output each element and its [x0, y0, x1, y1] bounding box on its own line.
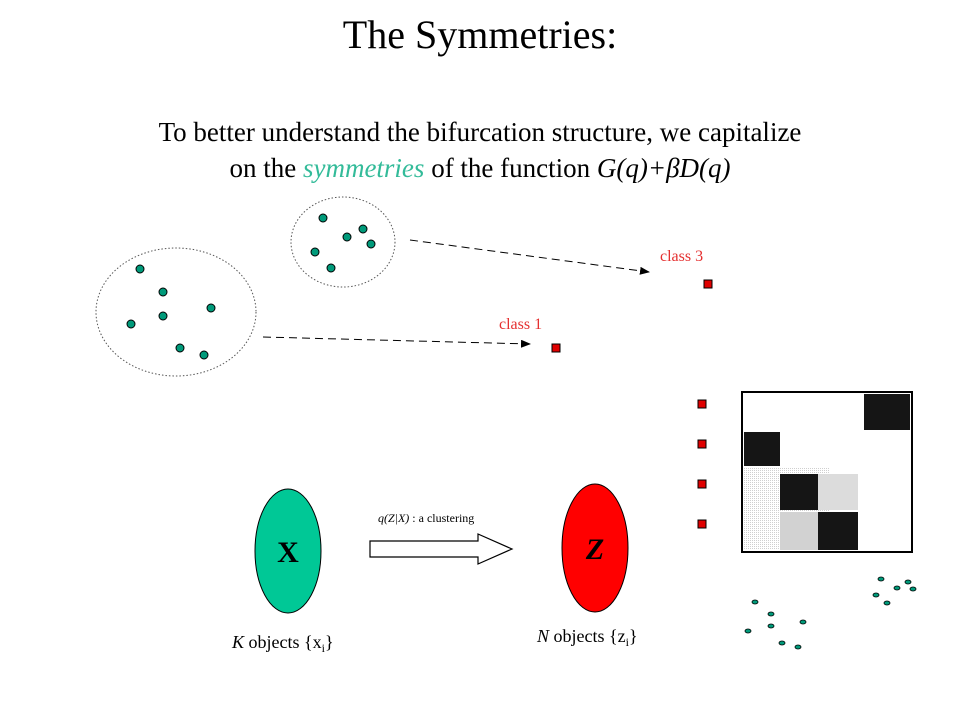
data-point [199, 350, 209, 360]
class-marker [697, 519, 707, 529]
x-caption-var: K [231, 632, 245, 652]
matrix-block [818, 512, 858, 550]
x-caption-sub: i [322, 641, 326, 655]
class1-marker [551, 343, 561, 353]
clustering-block-arrow [369, 533, 514, 565]
class1-label: class 1 [499, 316, 542, 333]
z-caption-var: N [536, 626, 550, 646]
matrix-block [744, 432, 780, 466]
data-point [158, 311, 168, 321]
x-caption-text: objects {x [244, 632, 322, 652]
matrix-block [780, 512, 818, 550]
data-point [366, 239, 376, 249]
q-expression: q(Z|X) [378, 511, 409, 525]
data-point [158, 287, 168, 297]
data-point [877, 576, 885, 582]
cluster-boundary-top [290, 196, 396, 288]
matrix-block [864, 394, 910, 430]
matrix-block [780, 474, 818, 510]
clustering-arrow-label: q(Z|X) : a clustering [378, 511, 474, 525]
data-point [904, 579, 912, 585]
z-caption: N objects {zi} [536, 626, 638, 649]
data-point [751, 599, 759, 605]
z-target-node [561, 483, 629, 613]
subtitle-line-1: To better understand the bifurcation str… [158, 117, 802, 147]
x-caption-close: } [325, 632, 334, 652]
data-point [778, 640, 786, 646]
data-point [318, 213, 328, 223]
data-point [794, 644, 802, 650]
matrix-block [818, 474, 858, 510]
data-point [767, 611, 775, 617]
z-caption-close: } [629, 626, 638, 646]
slide-title: The Symmetries: [342, 12, 618, 57]
class3-label: class 3 [660, 248, 703, 265]
z-node-label: Z [585, 533, 604, 566]
z-caption-text: objects {z [549, 626, 626, 646]
symmetries-term: symmetries [302, 153, 425, 183]
quantizer-matrix [741, 391, 913, 553]
clustering-text: : a clustering [409, 511, 474, 525]
function-expression: G(q)+βD(q) [596, 153, 731, 183]
cluster-group-top [290, 196, 396, 288]
mapping-arrow-top-to-class3 [409, 239, 650, 275]
data-point [206, 303, 216, 313]
class-marker [697, 399, 707, 409]
x-source-node [254, 488, 322, 614]
x-node-label: X [277, 536, 299, 569]
mapping-arrow-left-to-class1 [262, 336, 531, 348]
data-point [135, 264, 145, 274]
data-point [909, 586, 917, 592]
cluster-group-left [95, 247, 257, 377]
class3-marker [703, 279, 713, 289]
data-point [342, 232, 352, 242]
data-point [126, 319, 136, 329]
data-point [883, 600, 891, 606]
class-marker [697, 439, 707, 449]
z-caption-sub: i [626, 635, 630, 649]
data-point [744, 628, 752, 634]
data-point [893, 585, 901, 591]
data-point [799, 619, 807, 625]
data-point [175, 343, 185, 353]
data-point [358, 224, 368, 234]
subtitle-line-2: on the symmetries of the function G(q)+β… [40, 150, 920, 186]
x-caption: K objects {xi} [231, 632, 334, 655]
data-point [326, 263, 336, 273]
class-marker [697, 479, 707, 489]
matrix-frame [741, 391, 913, 553]
data-point [310, 247, 320, 257]
cluster-boundary-left [95, 247, 257, 377]
data-point [767, 623, 775, 629]
subtitle-prefix: on the [229, 153, 303, 183]
subtitle-middle: of the function [424, 153, 597, 183]
slide-subtitle: To better understand the bifurcation str… [40, 114, 920, 186]
scatter-points-bottom-right [744, 576, 917, 650]
data-point [872, 592, 880, 598]
